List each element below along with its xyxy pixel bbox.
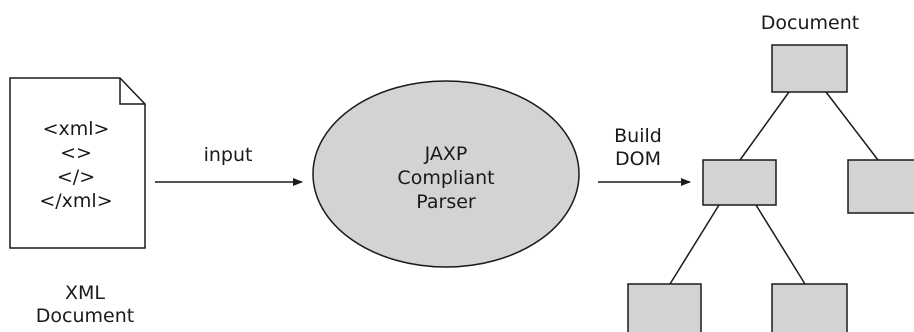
build-dom-label-line1: Build <box>614 125 662 147</box>
xml-document-icon <box>9 77 146 249</box>
xml-document-caption-line2: Document <box>35 305 135 327</box>
edge-root-to-child-left <box>739 91 790 161</box>
code-line-open-xml: <xml> <box>42 118 110 140</box>
tree-node-root <box>771 44 848 93</box>
document-page-shape <box>9 77 146 249</box>
dom-root-document-label: Document <box>760 12 860 34</box>
edge-root-to-child-right <box>825 91 879 161</box>
code-line-empty-tag: <> <box>60 142 92 164</box>
tree-node-child-right <box>847 159 914 214</box>
code-line-close-xml: </xml> <box>39 190 113 212</box>
tree-node-child-left <box>702 159 777 206</box>
edge-child-to-leaf-right <box>755 204 806 285</box>
xml-document-caption-line1: XML <box>65 282 105 304</box>
dom-tree-edges <box>669 91 879 285</box>
parser-ellipse <box>312 80 580 268</box>
input-arrow-label: input <box>203 144 253 166</box>
edge-child-to-leaf-left <box>669 204 720 285</box>
tree-node-leaf-left <box>627 283 702 332</box>
parser-label-line1: JAXP <box>424 143 468 165</box>
code-line-close-empty-tag: </> <box>56 166 96 188</box>
parser-label-line3: Parser <box>416 191 476 213</box>
document-fold-corner <box>119 78 145 105</box>
dom-tree-nodes <box>627 44 914 332</box>
parser-label-line2: Compliant <box>397 167 495 189</box>
tree-node-leaf-right <box>771 283 848 332</box>
build-dom-label-line2: DOM <box>615 148 661 170</box>
